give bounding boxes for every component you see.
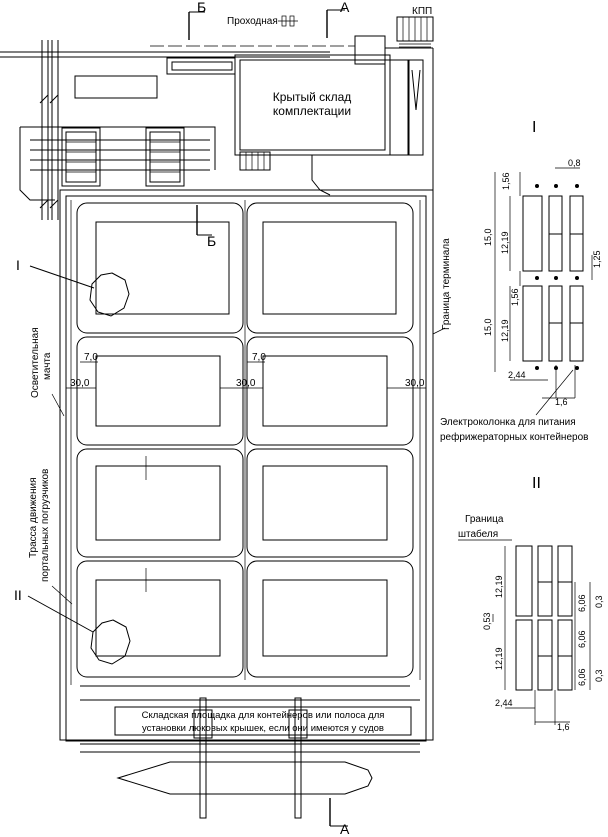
section-marker-a-bottom: А [329, 798, 350, 837]
section-b-label-top: Б [197, 0, 206, 15]
d2-dim-16: 1,6 [557, 722, 570, 732]
terminal-boundary [59, 189, 434, 742]
dim-30-b: 30,0 [236, 378, 256, 389]
carrier-route-label-2: портальных погрузчиков [40, 469, 51, 582]
detail-1-dimensions: 1,56 0,8 15,0 12,19 1,25 1,56 15,0 12,19… [483, 158, 602, 407]
d1-dim-08: 0,8 [568, 158, 581, 168]
ship [116, 761, 373, 795]
section-marker-b-inner: Б [196, 205, 216, 249]
d2-dim-606-c: 6,06 [577, 668, 587, 686]
power-column-leader [535, 369, 574, 416]
detail-1-marker: I [16, 257, 130, 317]
rail-loading-area [19, 126, 216, 201]
detail-2-drawing [492, 545, 591, 725]
terminal-boundary-label: Граница терминала [441, 238, 452, 330]
d1-dim-1219-b: 12,19 [500, 319, 510, 342]
stack-rows [76, 202, 414, 678]
section-a-label-top: А [340, 0, 350, 15]
small-building [74, 75, 158, 99]
detail-1-drawing [494, 167, 593, 399]
d1-dim-244: 2,44 [508, 370, 526, 380]
d2-dim-606-b: 6,06 [577, 630, 587, 648]
detail-1-title: I [532, 119, 536, 136]
carrier-route-label-1: Трасса движения [28, 477, 39, 558]
kpp-gate [396, 16, 434, 48]
d1-dim-156-b: 1,56 [510, 288, 520, 306]
dim-7-b: 7,0 [252, 352, 266, 363]
quay-cranes [193, 697, 308, 819]
dim-30-a: 30,0 [70, 378, 90, 389]
detail-1-label: I [16, 257, 20, 273]
d2-dim-1219-b: 12,19 [494, 647, 504, 670]
warehouse-label-2: комплектации [273, 104, 351, 118]
storage-label-2: установки люковых крышек, если они имеют… [142, 723, 384, 734]
stack-blocks [95, 221, 397, 657]
terminal-dimensions: 7,0 7,0 30,0 30,0 30,0 [66, 352, 426, 389]
d1-dim-16: 1,6 [555, 397, 568, 407]
terminal-boundary-leader [432, 327, 446, 335]
d2-dim-053: 0,53 [482, 612, 492, 630]
power-column-label-2: рефрижераторных контейнеров [440, 431, 588, 443]
d2-dim-244: 2,44 [495, 698, 513, 708]
section-marker-a-top: А [326, 0, 350, 38]
d1-dim-156-a: 1,56 [501, 172, 511, 190]
d2-dim-03-a: 0,3 [594, 595, 604, 608]
checkpoint-label: Проходная [227, 16, 278, 27]
d2-dim-03-b: 0,3 [594, 669, 604, 682]
detail-2-title: II [532, 475, 541, 492]
d2-dim-1219-a: 12,19 [494, 575, 504, 598]
d1-dim-150-b: 15,0 [483, 318, 493, 336]
storage-label-1: Складская площадка для контейнеров или п… [142, 710, 385, 721]
kpp-label: КПП [412, 6, 432, 17]
dim-30-c: 30,0 [405, 378, 425, 389]
section-b-label-inner: Б [207, 233, 216, 249]
covered-warehouse: Крытый склад комплектации [166, 54, 409, 196]
carrier-routes [70, 200, 421, 687]
top-road [0, 35, 433, 65]
carrier-route-leader [51, 585, 73, 605]
d1-dim-1219-a: 12,19 [500, 231, 510, 254]
lighting-mast-leader [51, 393, 65, 417]
lighting-mast-label-1: Осветительная [30, 327, 41, 398]
d2-dim-606-a: 6,06 [577, 594, 587, 612]
detail-2-label: II [14, 587, 22, 603]
rail-tracks [39, 40, 59, 220]
lighting-mast-label-2: мачта [42, 352, 53, 380]
section-a-label-bottom: А [340, 821, 350, 837]
d1-dim-125: 1,25 [592, 250, 602, 268]
warehouse-label-1: Крытый склад [273, 90, 352, 104]
dim-7-a: 7,0 [84, 352, 98, 363]
power-column-label-1: Электроколонка для питания [440, 417, 576, 428]
detail-2-marker: II [14, 587, 131, 665]
section-marker-b-top: Б [188, 0, 206, 40]
checkpoint-gate-symbol [278, 15, 298, 27]
d1-dim-150-a: 15,0 [483, 228, 493, 246]
stack-boundary-label-2: штабеля [458, 528, 498, 540]
storage-area: Складская площадка для контейнеров или п… [80, 699, 420, 753]
stack-boundary-label-1: Граница [465, 514, 504, 525]
detail-2-dimensions: 12,19 6,06 0,3 0,53 6,06 12,19 6,06 0,3 … [482, 575, 604, 732]
